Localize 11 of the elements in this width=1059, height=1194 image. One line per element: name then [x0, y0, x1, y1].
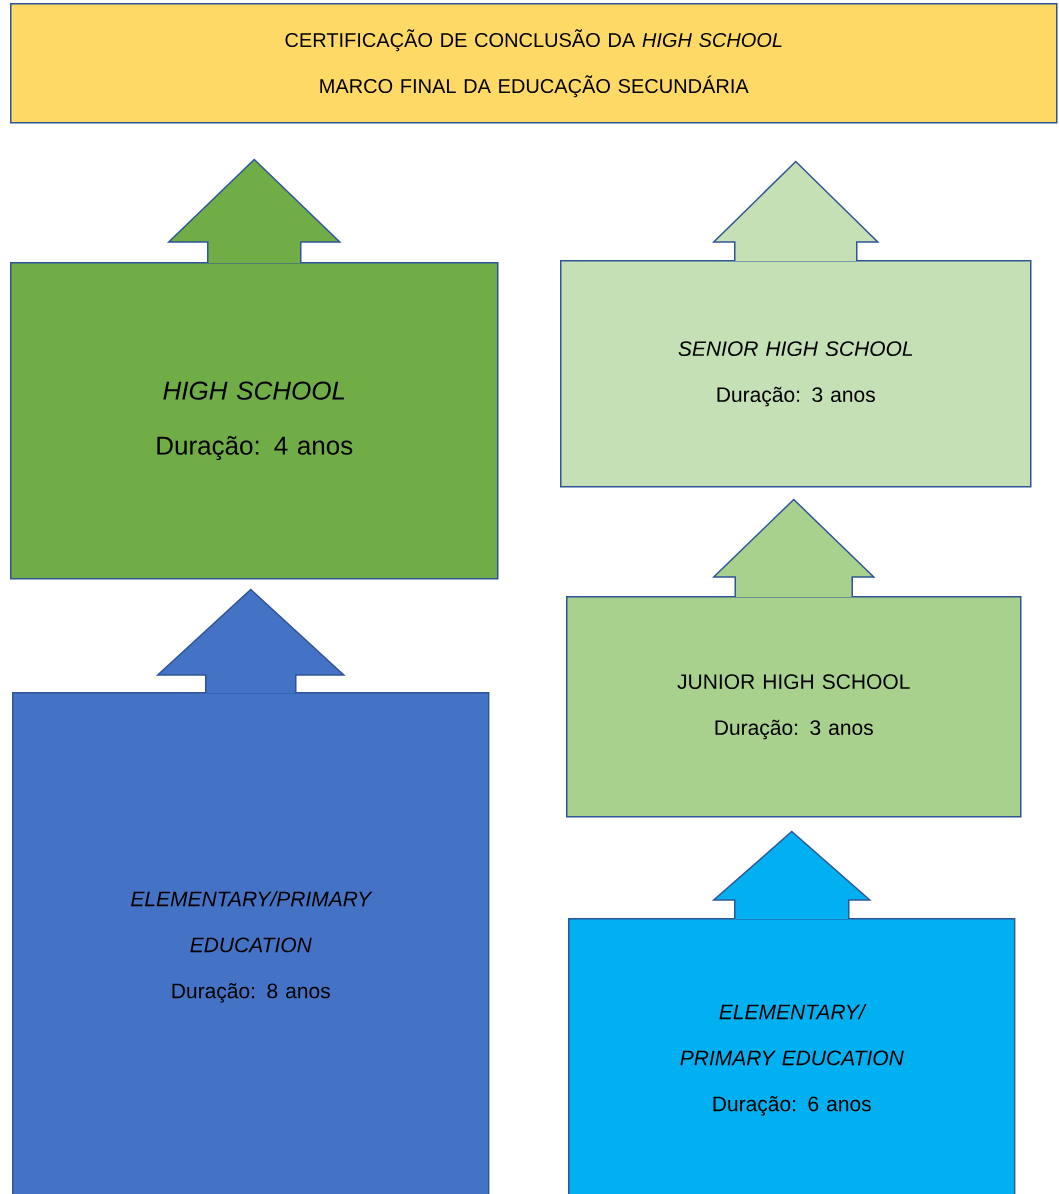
- stage-box: SENIOR HIGH SCHOOL Duração: 3 anos: [560, 260, 1032, 488]
- block-arrow: [166, 158, 342, 264]
- stage-box: ELEMENTARY/ PRIMARY EDUCATION Duração: 6 anos: [568, 918, 1016, 1194]
- block-arrow: [711, 830, 872, 920]
- block-arrow: [711, 160, 880, 262]
- stage-box: HIGH SCHOOL Duração: 4 anos: [10, 262, 499, 580]
- stage-box: ELEMENTARY/PRIMARY EDUCATION Duração: 8 anos: [12, 692, 490, 1194]
- block-arrow: [155, 588, 346, 694]
- stage-box: JUNIOR HIGH SCHOOL Duração: 3 anos: [566, 596, 1022, 818]
- banner-box: CERTIFICAÇÃO DE CONCLUSÃO DA HIGH SCHOOL MARCO FINAL DA EDUCAÇÃO SECUNDÁRIA: [10, 3, 1058, 124]
- block-arrow: [711, 498, 876, 598]
